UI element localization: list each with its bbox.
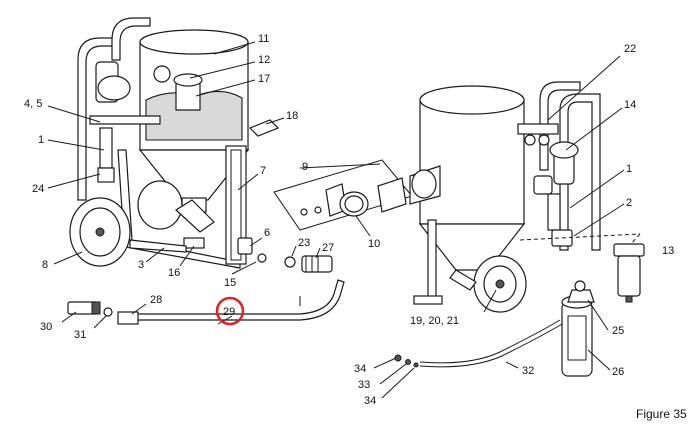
screen-assembly: [273, 159, 413, 231]
callout-labels: 11 12 17 18 4, 5 1 24 7 9 8 3 16 6 15 23…: [24, 33, 674, 407]
highlight-ring-29: [215, 296, 245, 326]
callout-26: 26: [612, 366, 624, 378]
callout-3: 3: [138, 259, 144, 271]
callout-17: 17: [258, 73, 270, 85]
callout-29: 29: [223, 306, 235, 318]
callout-28: 28: [150, 294, 162, 306]
callout-27: 27: [322, 242, 334, 254]
callout-7: 7: [260, 165, 266, 177]
callout-30: 30: [40, 321, 52, 333]
callout-14: 14: [624, 99, 636, 111]
callout-18: 18: [286, 110, 298, 122]
callout-31: 31: [74, 329, 86, 341]
callout-16: 16: [168, 267, 180, 279]
callout-1-left: 1: [38, 134, 44, 146]
callout-2: 2: [626, 197, 632, 209]
callout-11: 11: [258, 33, 269, 45]
callout-22: 22: [624, 43, 636, 55]
leader-lines: [47, 41, 625, 399]
callout-13: 13: [662, 245, 674, 257]
callout-10: 10: [368, 238, 380, 250]
callout-12: 12: [258, 54, 270, 66]
callout-6: 6: [264, 227, 270, 239]
callout-34-top: 34: [354, 363, 366, 375]
callout-4-5: 4, 5: [24, 98, 42, 110]
callout-24: 24: [32, 183, 44, 195]
blast-hose-assembly: [67, 255, 345, 325]
moisture-filter: [613, 243, 645, 303]
callout-1-right: 1: [626, 163, 632, 175]
callout-32: 32: [522, 365, 534, 377]
remote-control-assembly: [394, 280, 595, 377]
right-blast-pot: [409, 81, 641, 313]
callout-8: 8: [42, 259, 48, 271]
callout-25: 25: [612, 325, 624, 337]
left-blast-pot: [69, 17, 280, 269]
callout-9: 9: [302, 161, 308, 173]
callout-34-bottom: 34: [364, 395, 376, 407]
callout-15: 15: [224, 277, 236, 289]
callout-19-20-21: 19, 20, 21: [410, 315, 459, 327]
callout-23: 23: [298, 237, 310, 249]
figure-caption: Figure 35: [636, 407, 687, 421]
callout-33: 33: [358, 379, 370, 391]
